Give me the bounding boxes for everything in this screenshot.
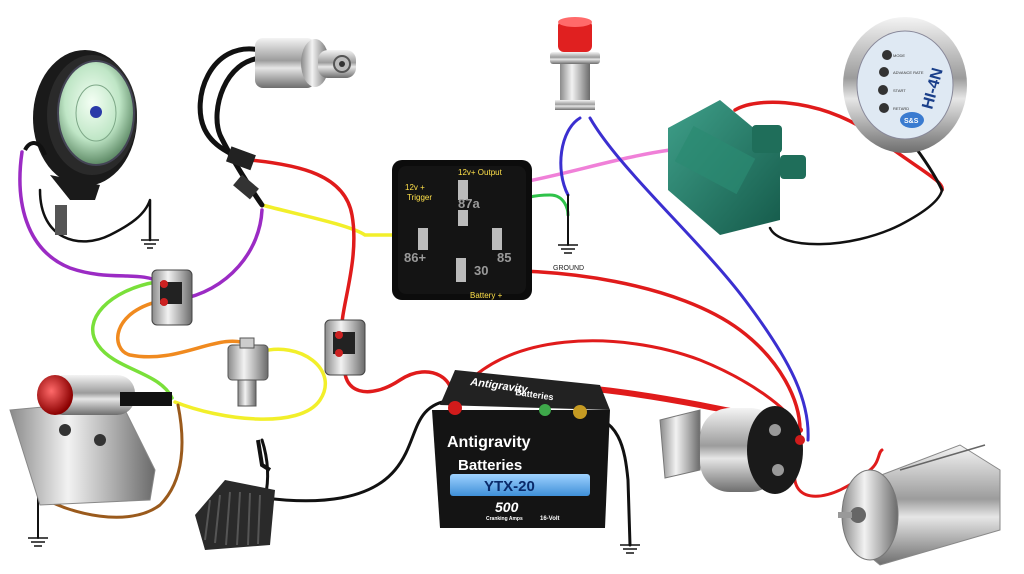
relay-pin-30: 30 xyxy=(474,263,488,278)
tail-light xyxy=(9,375,172,506)
blue-wire-button-relay xyxy=(559,116,582,197)
blue-wire-button-solenoid xyxy=(588,116,810,442)
ignition-module: MODE ADVANCE RATE START RETARD HI-4N S&S xyxy=(843,17,967,153)
ignition-coil xyxy=(668,100,806,235)
yellow-wire-loop xyxy=(173,347,328,421)
ignition-switch xyxy=(225,38,356,200)
black-wire-regulator-battery xyxy=(263,398,454,503)
ignition-switch-harness xyxy=(197,46,265,208)
relay-battery-label: Battery + xyxy=(470,291,503,300)
module-label-start: START xyxy=(893,88,906,93)
black-wire-headlight-ground xyxy=(38,188,152,243)
oil-pressure-switch xyxy=(227,337,269,407)
voltage-regulator xyxy=(195,439,275,550)
red-wire-switch-breaker xyxy=(248,158,356,332)
red-wire-relay-solenoid xyxy=(458,268,802,432)
black-wire-coil-module xyxy=(768,188,944,246)
purple-wire-headlight xyxy=(18,150,164,285)
battery-model: YTX-20 xyxy=(484,478,535,495)
starter-motor xyxy=(838,444,1001,566)
ground-symbol-battery xyxy=(620,544,640,554)
circuit-breaker-2 xyxy=(324,319,366,376)
relay-pin-87a: 87a xyxy=(458,196,480,211)
relay-pin-86: 86+ xyxy=(404,250,426,265)
battery: Antigravity Batteries Antigravity Batter… xyxy=(432,370,610,528)
module-label-mode: MODE xyxy=(893,53,905,58)
battery-voltage: 16-Volt xyxy=(540,516,560,522)
relay-output-label: 12v+ Output xyxy=(458,168,503,177)
module-badge: S&S xyxy=(904,118,919,125)
ground-label: GROUND xyxy=(553,265,584,272)
red-wire-breaker-battery xyxy=(342,358,454,407)
relay-trigger-label-1: 12v + xyxy=(405,183,425,192)
ground-symbol-taillight xyxy=(28,537,48,547)
battery-cranking-amps: 500 xyxy=(495,499,519,515)
orange-wire xyxy=(116,298,252,359)
relay: 12v+ Output 12v + Trigger 87a 86+ 85 30 … xyxy=(392,160,532,300)
relay-pin-85: 85 xyxy=(497,250,511,265)
battery-brand-1: Antigravity xyxy=(447,434,531,451)
purple-wire-switch xyxy=(176,208,264,302)
module-label-advance: ADVANCE RATE xyxy=(893,70,924,75)
ground-symbol-headlight xyxy=(141,239,159,249)
module-label-retard: RETARD xyxy=(893,106,909,111)
ground-symbol-relay xyxy=(558,244,578,254)
circuit-breaker-1 xyxy=(151,269,193,326)
relay-trigger-label-2: Trigger xyxy=(407,193,432,202)
yellow-wire-trigger xyxy=(260,203,417,237)
green-wire-taillight xyxy=(91,280,174,400)
starter-solenoid xyxy=(659,406,805,494)
headlight xyxy=(23,50,137,235)
battery-brand-2: Batteries xyxy=(458,457,522,474)
brown-wire-taillight xyxy=(36,403,184,519)
battery-cranking-label: Cranking Amps xyxy=(486,516,523,522)
start-push-button xyxy=(550,17,600,110)
red-wire-battery-top xyxy=(453,339,797,427)
